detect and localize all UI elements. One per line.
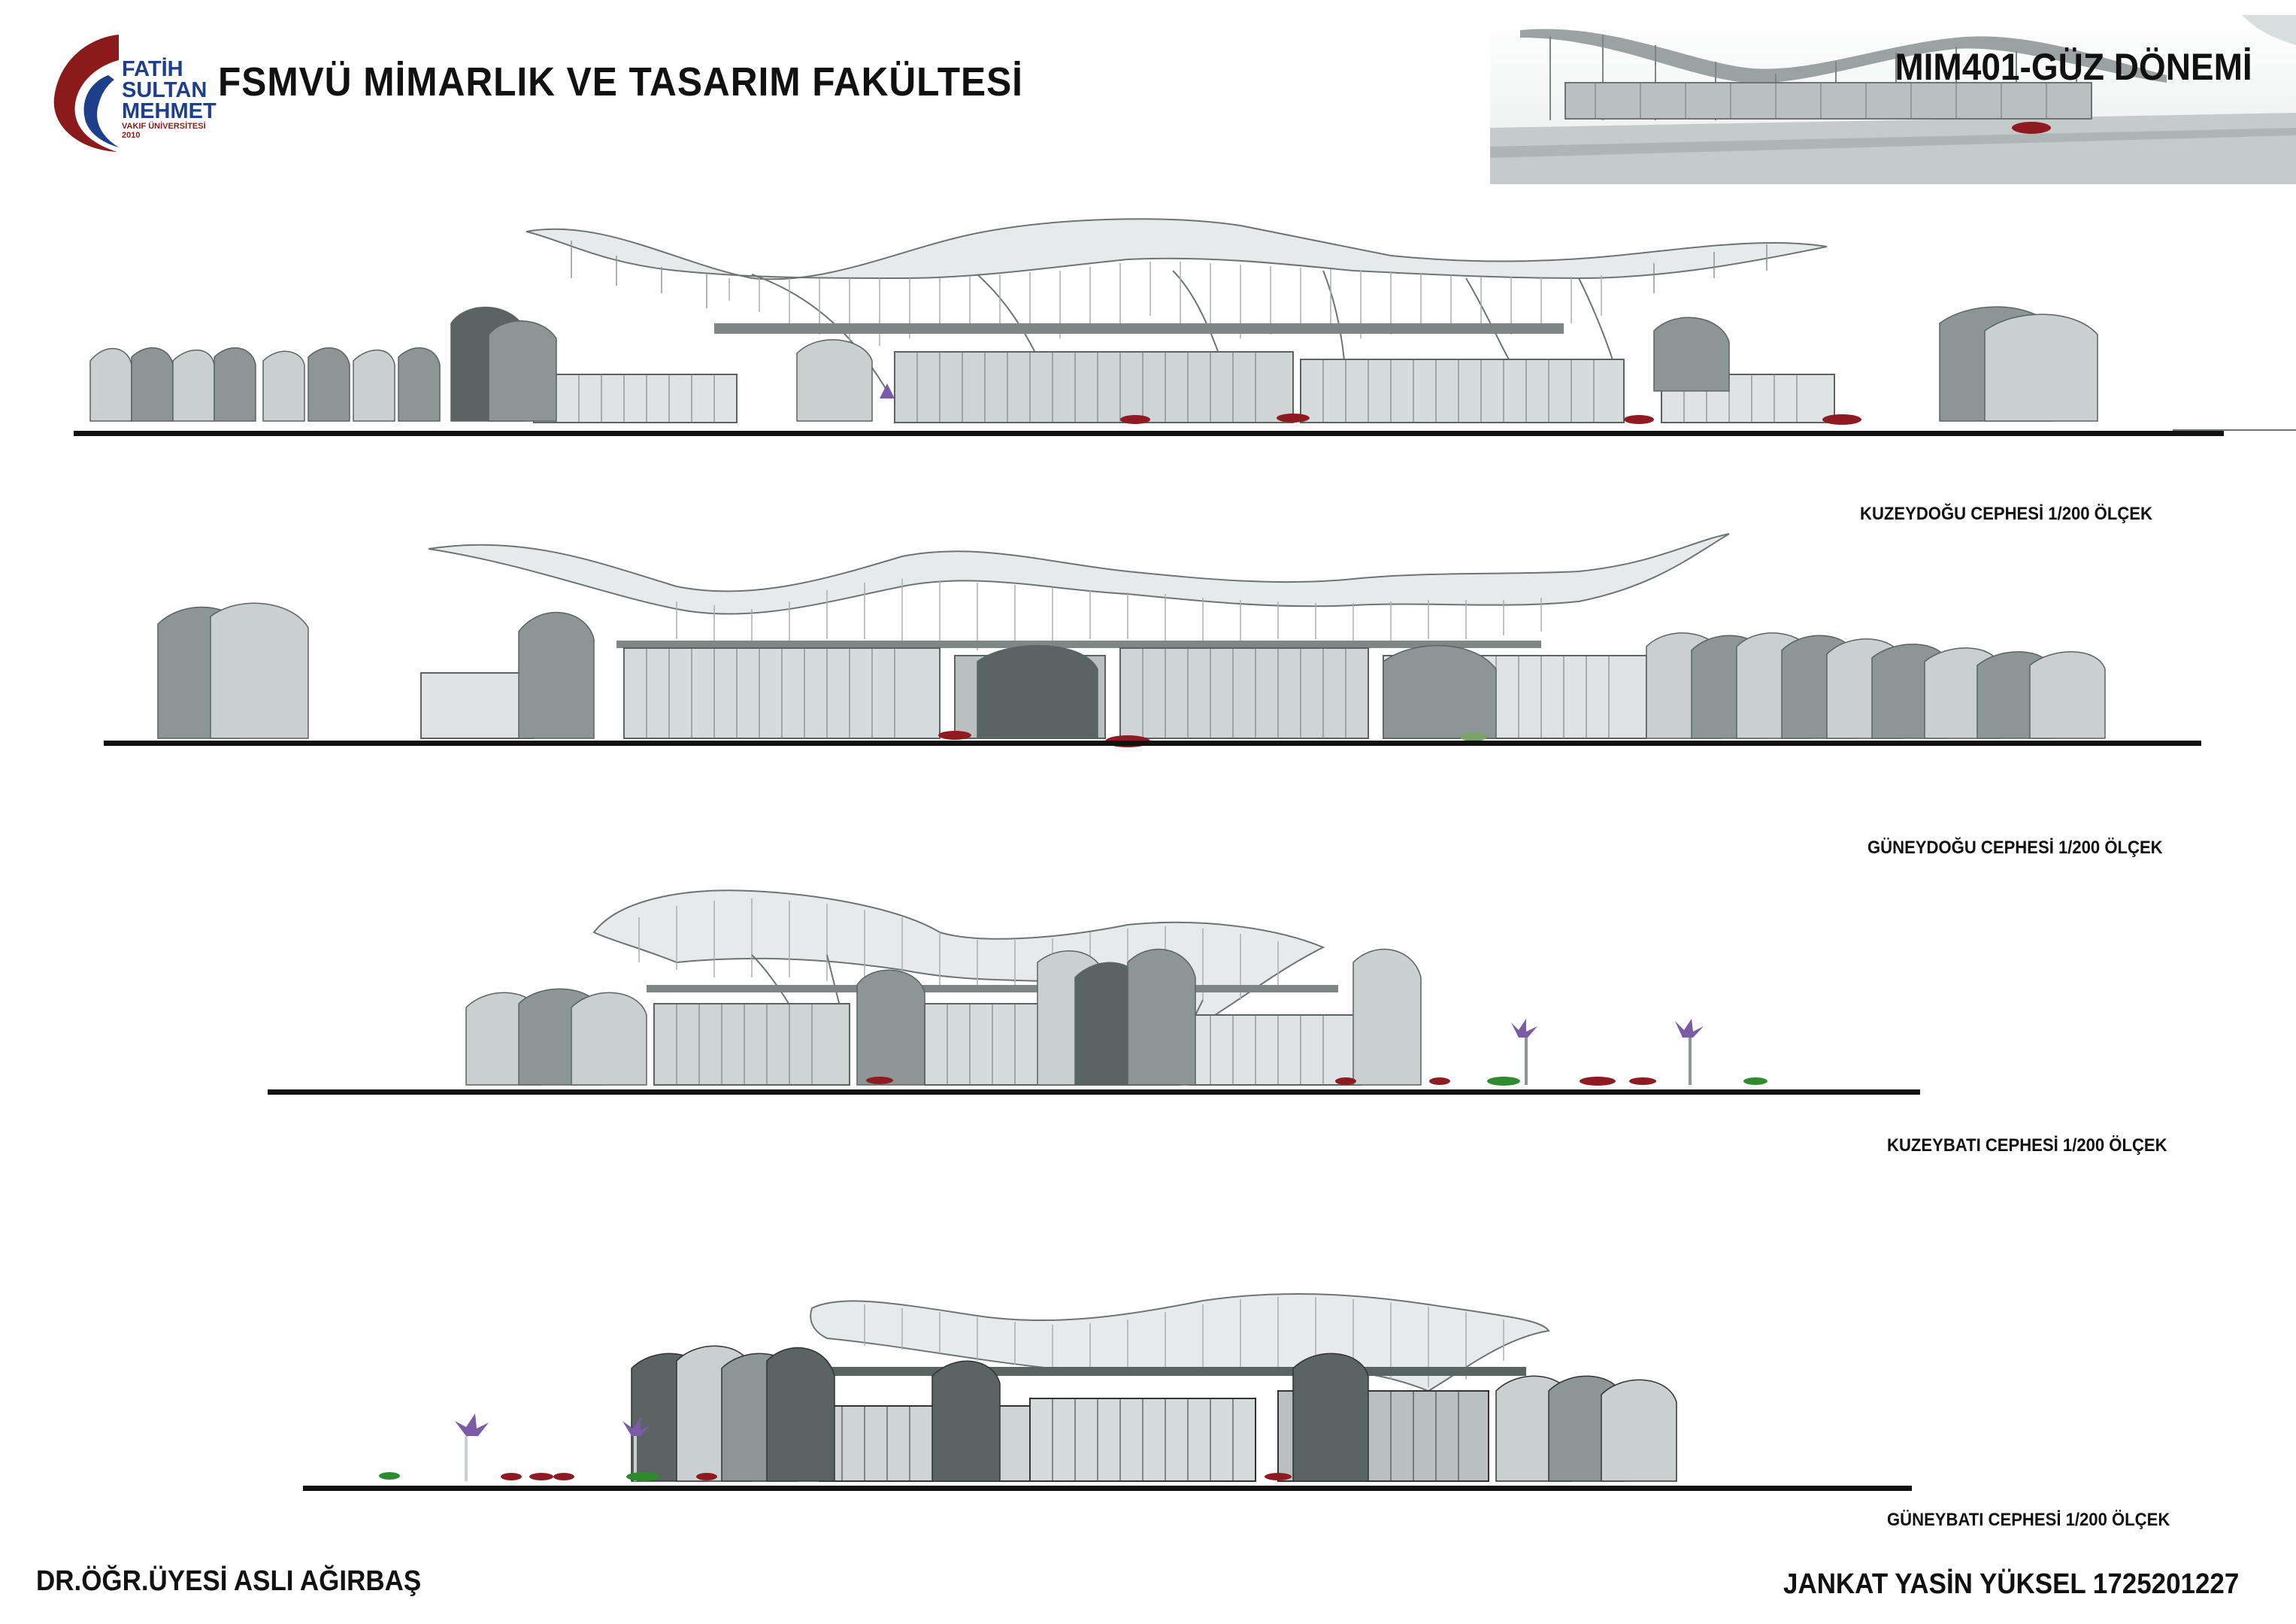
- logo-line-2: SULTAN: [122, 78, 207, 102]
- student-name: JANKAT YASİN YÜKSEL 1725201227: [1783, 1568, 2240, 1600]
- logo-line-1: FATİH: [122, 57, 183, 81]
- elevation-label-northeast: KUZEYDOĞU CEPHESİ 1/200 ÖLÇEK: [1860, 504, 2152, 524]
- elevation-label-northwest: KUZEYBATI CEPHESİ 1/200 ÖLÇEK: [1887, 1135, 2167, 1156]
- logo-emblem-icon: [53, 35, 119, 152]
- elevation-label-southeast: GÜNEYDOĞU CEPHESİ 1/200 ÖLÇEK: [1867, 838, 2163, 858]
- page-title: FSMVÜ MİMARLIK VE TASARIM FAKÜLTESİ: [218, 59, 1023, 105]
- elevation-northeast: [0, 203, 2296, 451]
- university-logo: FATİH SULTAN MEHMET VAKIF ÜNİVERSİTESİ 2…: [36, 30, 232, 165]
- elevation-label-southwest: GÜNEYBATI CEPHESİ 1/200 ÖLÇEK: [1887, 1510, 2170, 1530]
- instructor-name: DR.ÖĞR.ÜYESİ ASLI AĞIRBAŞ: [36, 1565, 422, 1597]
- logo-line-4: VAKIF ÜNİVERSİTESİ: [122, 122, 206, 131]
- logo-line-5: 2010: [122, 131, 141, 140]
- perspective-render: [1490, 15, 2296, 184]
- course-code: MIM401-GÜZ DÖNEMİ: [1895, 46, 2252, 88]
- elevation-northwest: [0, 872, 2296, 1098]
- logo-line-3: MEHMET: [122, 99, 217, 123]
- elevation-southwest: [0, 1256, 2296, 1496]
- elevation-southeast: [0, 519, 2296, 759]
